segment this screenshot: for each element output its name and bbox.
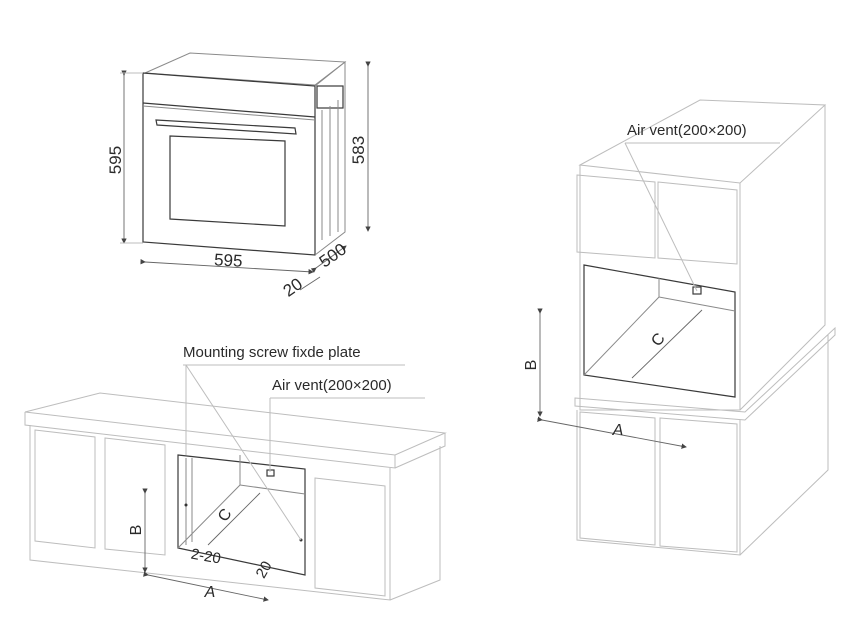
- dim-a-label-bottom: A: [204, 584, 216, 601]
- lower-counter: [574, 326, 836, 421]
- dim-c-label-bottom: C: [215, 506, 236, 525]
- dim-c-line-bottom: [207, 492, 261, 546]
- oven-height-label: 595: [106, 146, 125, 174]
- dim-depth-line: [310, 245, 347, 273]
- oven-body-height-label: 583: [349, 136, 368, 164]
- oven-front-panel: [142, 72, 316, 256]
- countertop: [24, 392, 447, 456]
- tall-niche-back-edge: [583, 278, 660, 376]
- dim-b-label-right: B: [523, 360, 540, 371]
- oven-handle: [155, 119, 297, 135]
- control-strip-line: [142, 102, 316, 118]
- screw-left: [184, 503, 188, 507]
- cabinet-front: [29, 425, 391, 601]
- tall-cabinet-top: [578, 99, 827, 184]
- niche-back-edge: [177, 455, 241, 549]
- oven-depth-label: 500: [316, 240, 350, 272]
- lower-cabinet-front: [576, 410, 741, 556]
- oven-niche: [177, 454, 306, 576]
- dim-b-label-bottom: B: [128, 525, 145, 536]
- under-counter-drawing: Mounting screw fixde plate Air vent(200×…: [24, 344, 447, 602]
- dim-c-line-right: [631, 309, 703, 379]
- dim-a-line-bottom: [143, 571, 269, 602]
- dim-a-line-right: [537, 416, 687, 449]
- oven-front-depth-label: 20: [280, 274, 306, 300]
- tall-cabinet-drawing: Air vent(200×200) B A C: [523, 99, 836, 556]
- dim-c-label-right: C: [648, 330, 668, 350]
- side-gap-label: 2-20: [190, 546, 223, 568]
- oven-width-label: 595: [214, 250, 243, 270]
- tall-air-vent-leader: [624, 142, 698, 292]
- cabinet-door-left-2: [104, 437, 166, 556]
- cabinet-door-left-1: [34, 429, 96, 549]
- lower-door-right: [659, 417, 738, 553]
- lower-door-left: [579, 411, 656, 546]
- oven-drawing: 595 583 595 500 20: [106, 52, 371, 301]
- mounting-callout-leader-2: [185, 364, 302, 541]
- dim-a-label-right: A: [612, 422, 624, 439]
- cabinet-door-right: [314, 477, 386, 597]
- tall-air-vent-box: [692, 286, 702, 295]
- dim-front-line: [299, 276, 321, 291]
- cabinet-side: [389, 446, 441, 601]
- mounting-screw-label: Mounting screw fixde plate: [183, 344, 361, 361]
- countertop-edge: [24, 412, 396, 469]
- upper-door-right: [657, 181, 738, 265]
- lower-cabinet-side: [739, 335, 829, 556]
- air-vent-label-right: Air vent(200×200): [627, 122, 747, 139]
- tall-oven-niche: [583, 264, 736, 398]
- tall-cabinet-front-upper: [579, 165, 741, 411]
- oven-side-body: [314, 60, 346, 256]
- dim-width-line: [140, 259, 314, 275]
- countertop-edge-side: [394, 433, 446, 469]
- oven-vent-grille: [316, 85, 344, 109]
- tall-niche-back-floor: [658, 296, 736, 312]
- oven-window: [169, 135, 286, 227]
- front-gap-label: 20: [253, 558, 276, 581]
- tall-cabinet-side-upper: [739, 105, 826, 411]
- niche-back-floor: [239, 484, 306, 495]
- upper-door-left: [576, 174, 656, 259]
- air-vent-label-bottom: Air vent(200×200): [272, 377, 392, 394]
- control-strip-line-2: [142, 105, 316, 121]
